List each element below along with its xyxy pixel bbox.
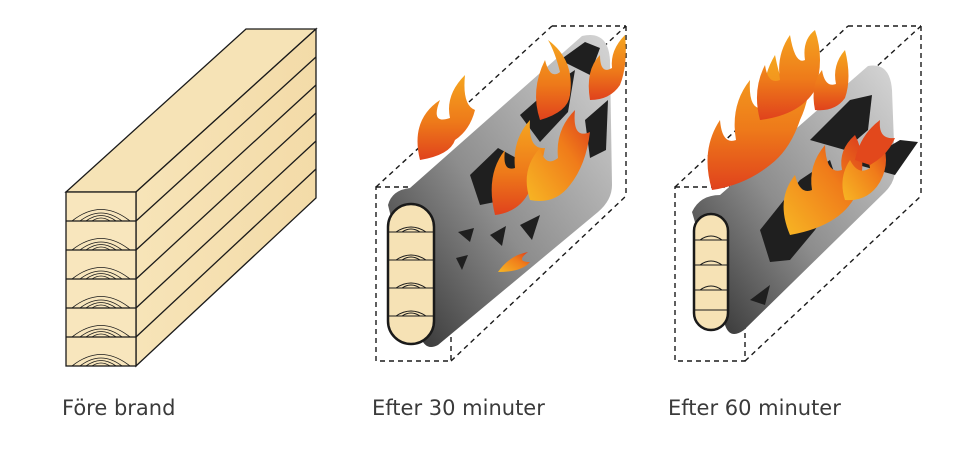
flames-60min	[707, 30, 895, 235]
caption-after-30-minutes: Efter 30 minuter	[372, 396, 545, 420]
glulam-beam-30min	[375, 25, 627, 362]
residual-wood-section	[386, 202, 436, 346]
glulam-beam-before	[64, 27, 318, 368]
glulam-beam-60min	[674, 25, 922, 362]
caption-after-60-minutes: Efter 60 minuter	[668, 396, 841, 420]
caption-before-fire: Före brand	[62, 396, 176, 420]
growth-rings	[71, 209, 131, 367]
lamella-lines	[66, 56, 317, 338]
residual-wood-section-60	[692, 212, 730, 332]
flames-30min	[417, 35, 626, 272]
residual-lamella-lines	[388, 226, 434, 317]
residual-lamella-lines-60	[694, 235, 728, 311]
